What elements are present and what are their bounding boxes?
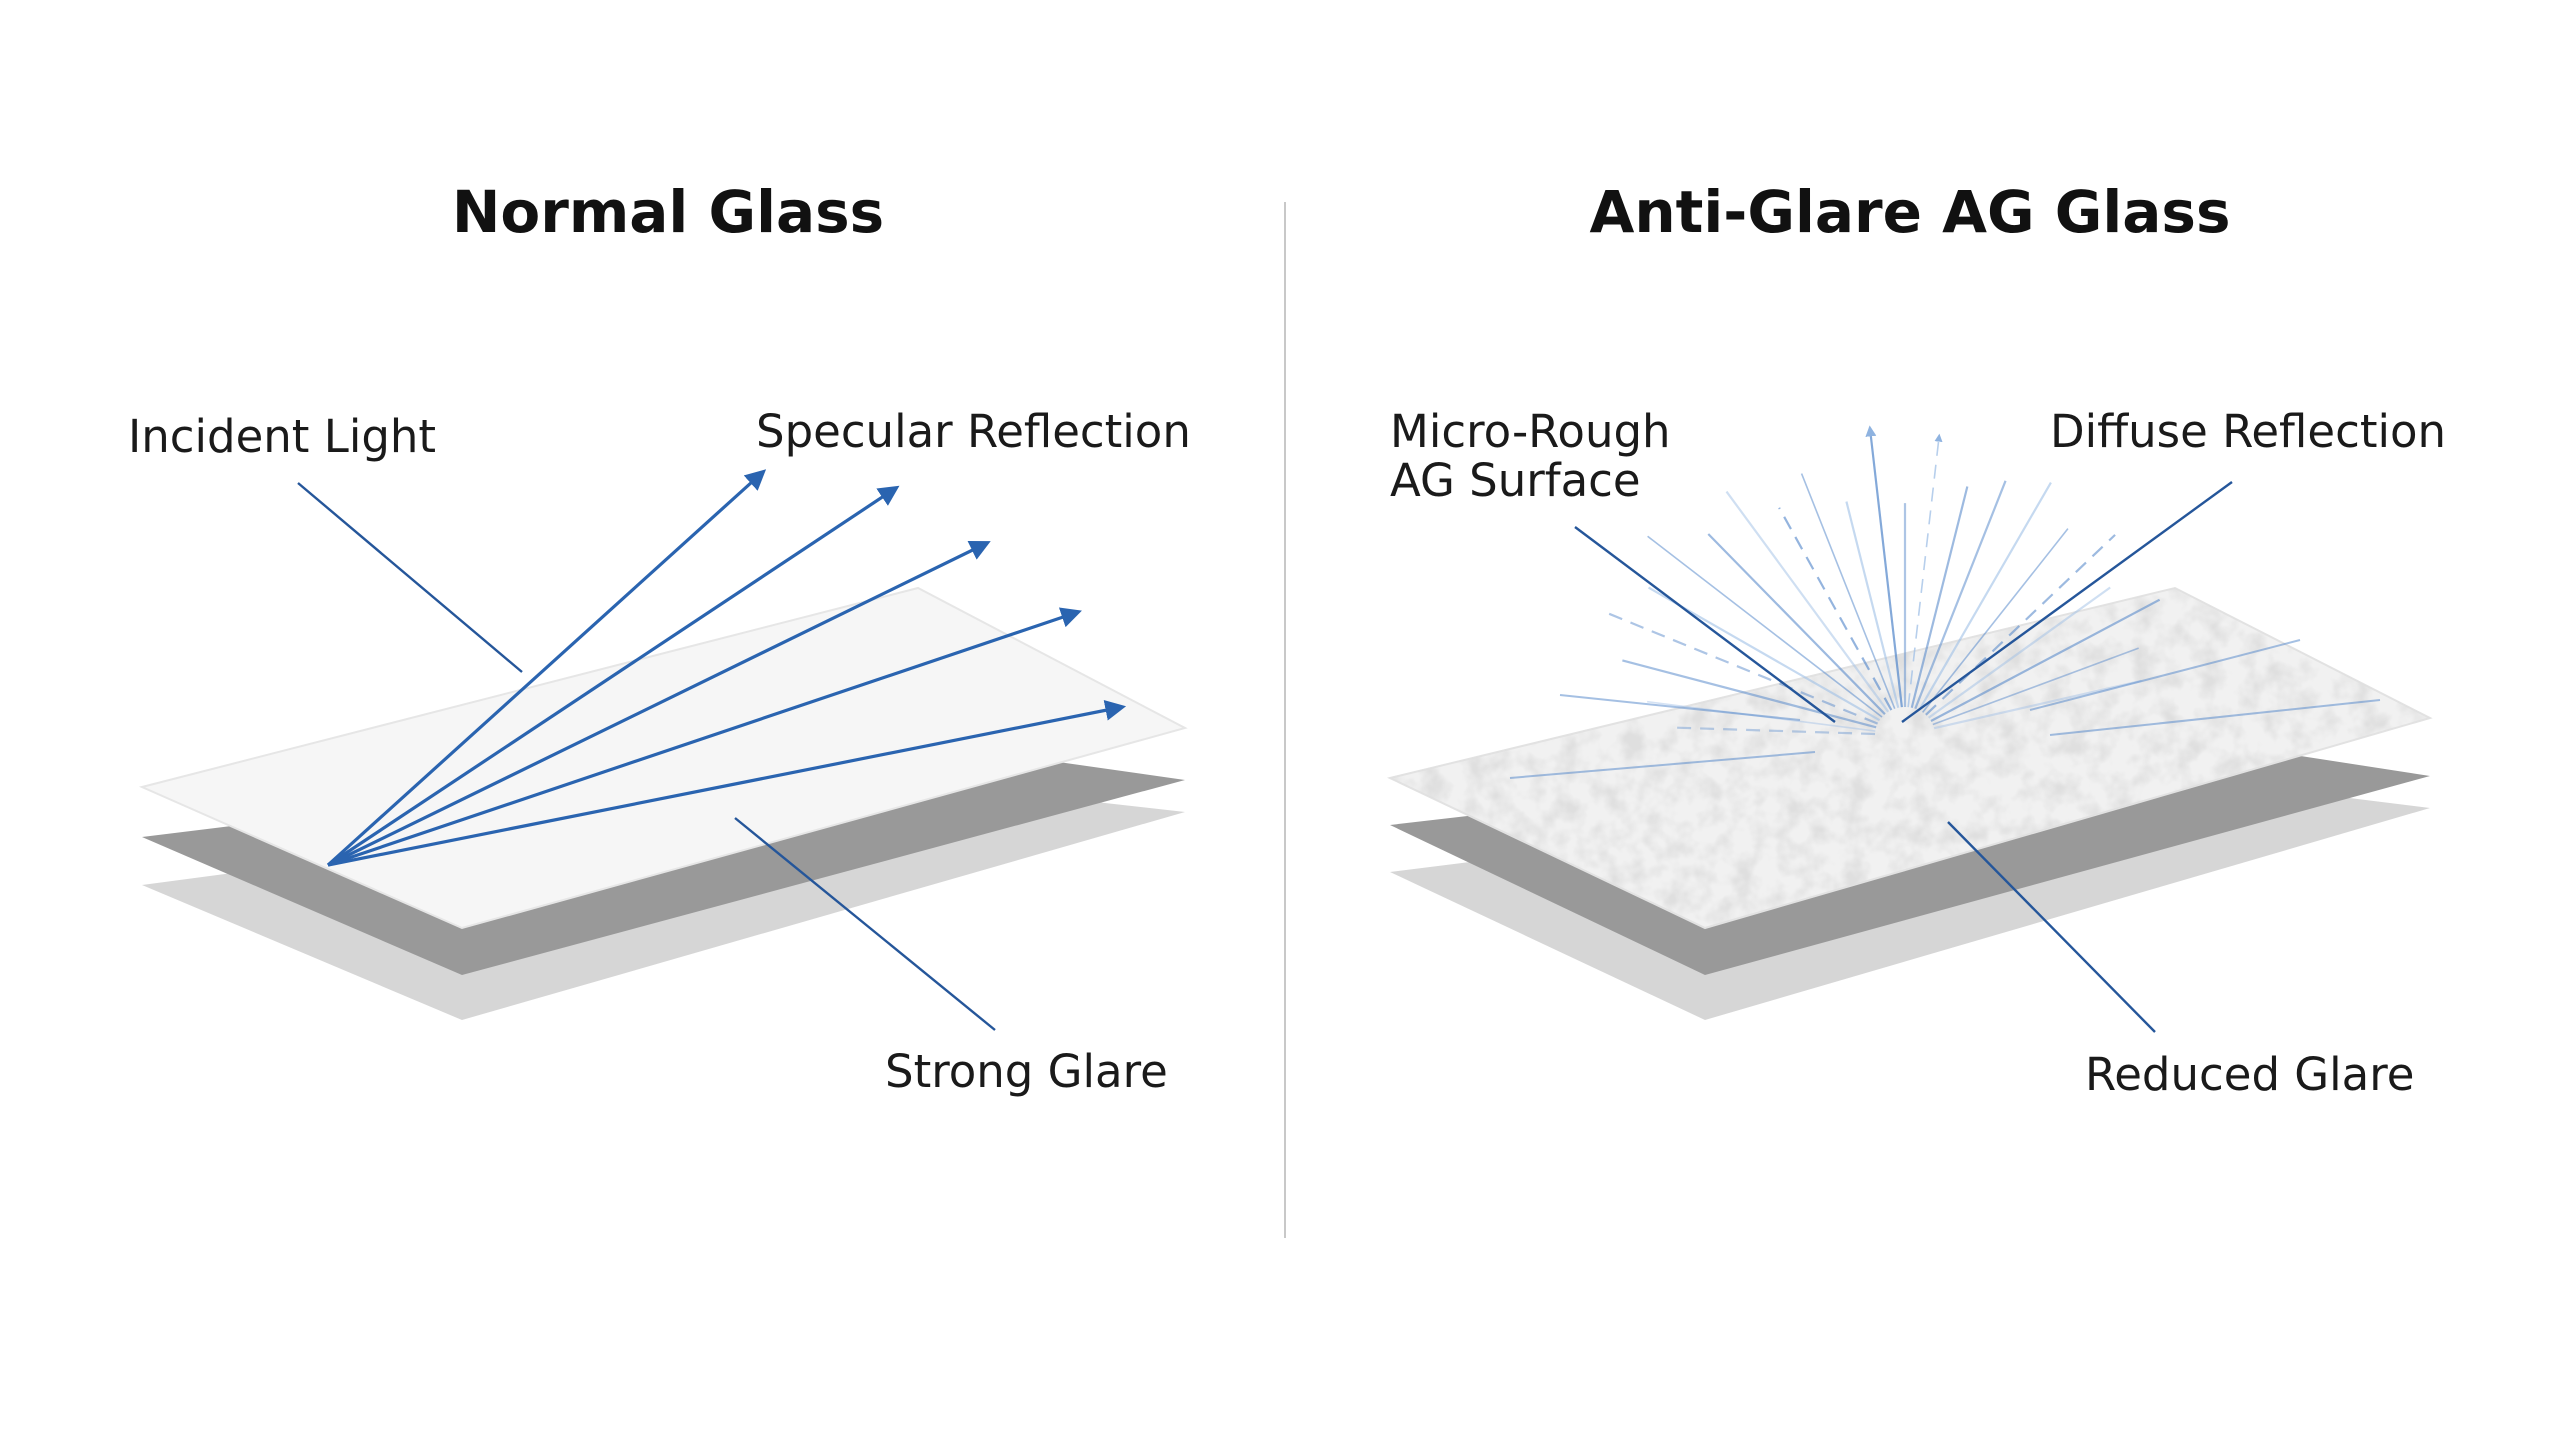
- diffuse-reflection-label: Diffuse Reflection: [2050, 405, 2446, 458]
- reflection-arrow-icon: [326, 469, 767, 867]
- normal-glass-title: Normal Glass: [452, 178, 884, 246]
- diffuse-ray-icon: [1559, 694, 1801, 721]
- micro-rough-leader: [1574, 526, 1836, 723]
- ag-glass-stack: [1387, 586, 2433, 1020]
- normal-glass-stack: [138, 586, 1188, 1020]
- glass-sheet-icon: [138, 586, 1188, 930]
- reflection-arrow-icon: [327, 540, 991, 867]
- reduced-glare-leader: [1947, 821, 2156, 1033]
- specular-reflection-rays: [326, 469, 1127, 867]
- strong-glare-leader: [734, 817, 996, 1031]
- diffuse-reflection-leader: [1901, 481, 2233, 723]
- diffuse-ray-icon: [2029, 639, 2301, 711]
- diffuse-ray-icon: [1800, 473, 1896, 709]
- diffuse-ray-icon: [2049, 699, 2381, 736]
- specular-reflection-label: Specular Reflection: [756, 405, 1191, 458]
- diffuse-ray-icon: [1707, 533, 1886, 715]
- diffuse-ray-icon: [1725, 490, 1890, 713]
- diffuse-ray-icon: [1605, 611, 1879, 725]
- diffuse-ray-icon: [1933, 679, 2142, 730]
- micro-rough-label-line1: Micro-Rough: [1390, 405, 1671, 458]
- diffuse-ray-icon: [1845, 501, 1900, 708]
- diffuse-ray-icon: [1674, 726, 1876, 736]
- diffuse-ray-icon: [1509, 751, 1816, 779]
- reduced-glare-label: Reduced Glare: [2085, 1048, 2414, 1101]
- diffuse-ray-icon: [1910, 486, 1969, 708]
- diffuse-ray-icon: [1918, 481, 2052, 711]
- reflection-arrow-icon: [327, 485, 900, 867]
- diffuse-ray-icon: [1647, 535, 1883, 718]
- reflection-arrow-icon: [327, 700, 1127, 867]
- incident-light-leader: [297, 482, 523, 673]
- ag-glass-title: Anti-Glare AG Glass: [1590, 178, 2231, 246]
- reflection-arrow-icon: [327, 607, 1082, 867]
- incident-light-label: Incident Light: [128, 410, 436, 463]
- diffuse-ray-icon: [1865, 425, 1903, 708]
- diffuse-ray-icon: [1914, 480, 2007, 710]
- diffuse-ray-icon: [1925, 534, 2116, 716]
- diffuse-ray-icon: [1932, 647, 2139, 726]
- strong-glare-label: Strong Glare: [885, 1045, 1168, 1098]
- diffuse-ray-icon: [1778, 507, 1893, 711]
- diffuse-ray-icon: [1930, 598, 2161, 722]
- diffuse-ray-icon: [1927, 586, 2111, 719]
- diffuse-ray-icon: [1922, 528, 2069, 713]
- diffuse-ray-icon: [1622, 659, 1877, 729]
- diffuse-reflection-rays: [1509, 425, 2381, 779]
- micro-rough-label-line2: AG Surface: [1390, 454, 1641, 507]
